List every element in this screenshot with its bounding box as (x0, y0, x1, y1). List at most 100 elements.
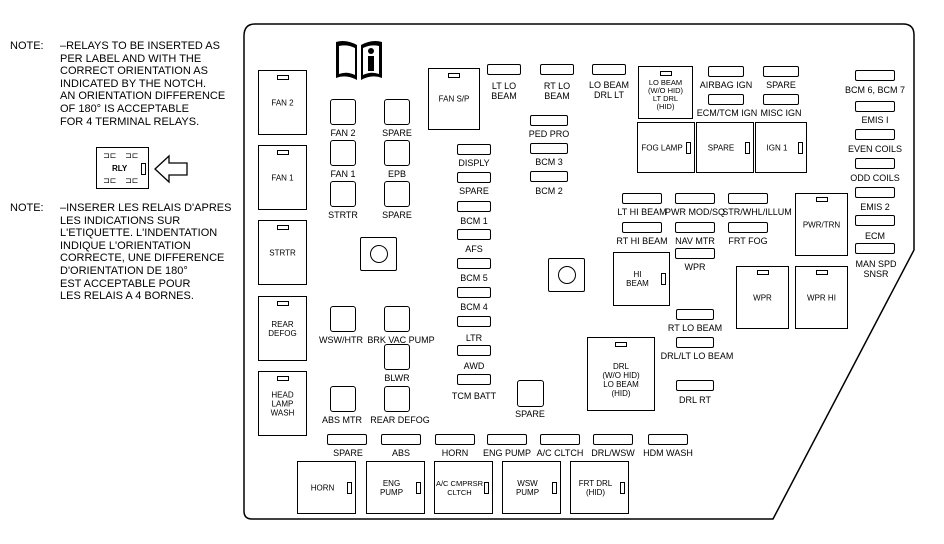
fuse-disply[interactable] (457, 144, 491, 155)
relay-wpr-hi[interactable]: WPR HI (795, 266, 848, 329)
fuse-even-coils[interactable] (855, 129, 895, 140)
fuse-frt-fog[interactable] (728, 222, 768, 233)
fuse-spare[interactable] (763, 66, 799, 77)
mounting-stud (548, 258, 585, 292)
fuse-misc-ign[interactable] (763, 94, 799, 105)
fuse-label: DRL/WSW (591, 448, 635, 458)
fuse-ecm[interactable] (855, 215, 895, 226)
fuse-pwr-mod-sq[interactable] (675, 193, 715, 204)
fuse-eng-pump[interactable] (487, 434, 527, 445)
fuse-abs-mtr[interactable] (330, 386, 356, 412)
fuse-nav-mtr[interactable] (675, 222, 715, 233)
fuse-rear-defog[interactable] (384, 386, 410, 412)
fuse-abs[interactable] (381, 434, 421, 445)
relay-notch (141, 163, 146, 175)
relay-fan-2[interactable]: FAN 2 (258, 70, 307, 135)
fuse-label: RT HI BEAM (616, 236, 668, 246)
relay-fan-sp[interactable]: FAN S/P (428, 68, 480, 130)
fuse-spare[interactable] (384, 181, 410, 207)
relay-rear-defog[interactable]: REAR DEFOG (258, 296, 307, 361)
relay-drl[interactable]: DRL (W/O HID) LO BEAM (HID) (587, 337, 655, 411)
fuse-bcm-4[interactable] (457, 287, 491, 298)
fuse-airbag-ign[interactable] (708, 66, 744, 77)
fuse-spare[interactable] (457, 172, 491, 183)
fuse-label: TCM BATT (451, 391, 497, 401)
relay-spare[interactable]: SPARE (696, 122, 754, 173)
fuse-drl-lt-lo-beam[interactable] (676, 337, 714, 348)
relay-wsw-pump[interactable]: WSW PUMP (502, 461, 561, 514)
relay-label: FAN 2 (271, 98, 294, 107)
fuse-bcm-3[interactable] (530, 143, 568, 154)
fuse-label: SPARE (459, 186, 489, 196)
fuse-ac-cltch[interactable] (540, 434, 580, 445)
fuse-label: NAV MTR (675, 236, 715, 246)
relay-pwr-trn[interactable]: PWR/TRN (795, 193, 848, 256)
fuse-label: LT HI BEAM (617, 207, 667, 217)
fuse-blwr[interactable] (384, 344, 410, 370)
relay-ac-cmprsr-cltch[interactable]: A/C CMPRSR CLTCH (434, 461, 493, 514)
fuse-label: REAR DEFOG (370, 415, 430, 425)
fuse-label: HDM WASH (643, 448, 693, 458)
left-arrow-icon (154, 154, 188, 184)
fuse-spare[interactable] (327, 434, 367, 445)
relay-orientation-example: ⊐⊏ ⊐⊏ ⊐⊏ ⊐⊏ RLY (96, 147, 149, 189)
fuse-str-whl-illum[interactable] (728, 193, 768, 204)
fuse-wsw-htr[interactable] (330, 306, 356, 332)
relay-strtr[interactable]: STRTR (258, 220, 307, 285)
fuse-bcm-6-bcm-7[interactable] (855, 70, 895, 81)
relay-eng-pump[interactable]: ENG PUMP (366, 461, 425, 514)
fuse-emis-1[interactable] (855, 101, 895, 112)
relay-horn[interactable]: HORN (297, 461, 356, 514)
fuse-strtr[interactable] (330, 181, 356, 207)
fuse-brk-vac-pump[interactable] (384, 306, 410, 332)
relay-label: SPARE (707, 143, 735, 152)
fuse-bcm-1[interactable] (457, 201, 491, 212)
fuse-horn[interactable] (435, 434, 475, 445)
fuse-ped-pro[interactable] (530, 115, 568, 126)
fuse-hdm-wash[interactable] (648, 434, 688, 445)
fuse-ltr[interactable] (457, 316, 491, 327)
fuse-lt-hi-beam[interactable] (622, 193, 662, 204)
fuse-drl-rt[interactable] (676, 380, 714, 391)
fuse-spare[interactable] (517, 380, 544, 407)
fuse-lt-lo-beam[interactable] (487, 64, 521, 75)
fuse-fan-1[interactable] (330, 140, 356, 166)
relay-fan-1[interactable]: FAN 1 (258, 145, 307, 210)
fuse-label: AIRBAG IGN (699, 80, 753, 90)
fuse-bcm-5[interactable] (457, 258, 491, 269)
fuse-rt-lo-beam[interactable] (676, 309, 714, 320)
relay-label: FRT DRL (HID) (578, 478, 613, 497)
fuse-spare[interactable] (384, 99, 410, 125)
fuse-rt-lo-beam[interactable] (540, 64, 574, 75)
fuse-label: AWD (463, 361, 485, 371)
fuse-lo-beam-drl-lt[interactable] (592, 64, 626, 75)
relay-ign-1[interactable]: IGN 1 (755, 122, 807, 173)
fuse-odd-coils[interactable] (855, 158, 895, 169)
relay-fog-lamp[interactable]: FOG LAMP (637, 122, 695, 173)
fuse-label: HORN (441, 448, 469, 458)
relay-label: WPR (753, 293, 772, 302)
fuse-man-spd-snsr[interactable] (855, 243, 895, 254)
relay-lo-beam[interactable]: LO BEAM (W/O HID) LT DRL (HID) (638, 66, 693, 119)
fuse-tcm-batt[interactable] (457, 374, 491, 385)
fuse-awd[interactable] (457, 345, 491, 356)
relay-label: DRL (W/O HID) LO BEAM (HID) (602, 361, 640, 398)
fuse-fan-2[interactable] (330, 99, 356, 125)
relay-frt-drl-hid[interactable]: FRT DRL (HID) (570, 461, 629, 514)
fuse-wpr[interactable] (675, 248, 715, 259)
relay-hi-beam[interactable]: HI BEAM (613, 252, 670, 306)
relay-label: WPR HI (807, 293, 836, 302)
fuse-epb[interactable] (384, 140, 410, 166)
relay-wpr[interactable]: WPR (736, 266, 789, 329)
fuse-label: RT LO BEAM (667, 323, 723, 333)
fuse-emis-2[interactable] (855, 187, 895, 198)
fuse-label: SPARE (515, 409, 545, 419)
fuse-bcm-2[interactable] (530, 171, 568, 182)
fuse-drl-wsw[interactable] (593, 434, 633, 445)
relay-head-lamp-wash[interactable]: HEAD LAMP WASH (258, 371, 307, 436)
fuse-rt-hi-beam[interactable] (622, 222, 662, 233)
fuse-afs[interactable] (457, 229, 491, 240)
relay-label: A/C CMPRSR CLTCH (435, 478, 484, 497)
fuse-label: EPB (387, 169, 407, 179)
fuse-ecm-tcm-ign[interactable] (708, 94, 744, 105)
